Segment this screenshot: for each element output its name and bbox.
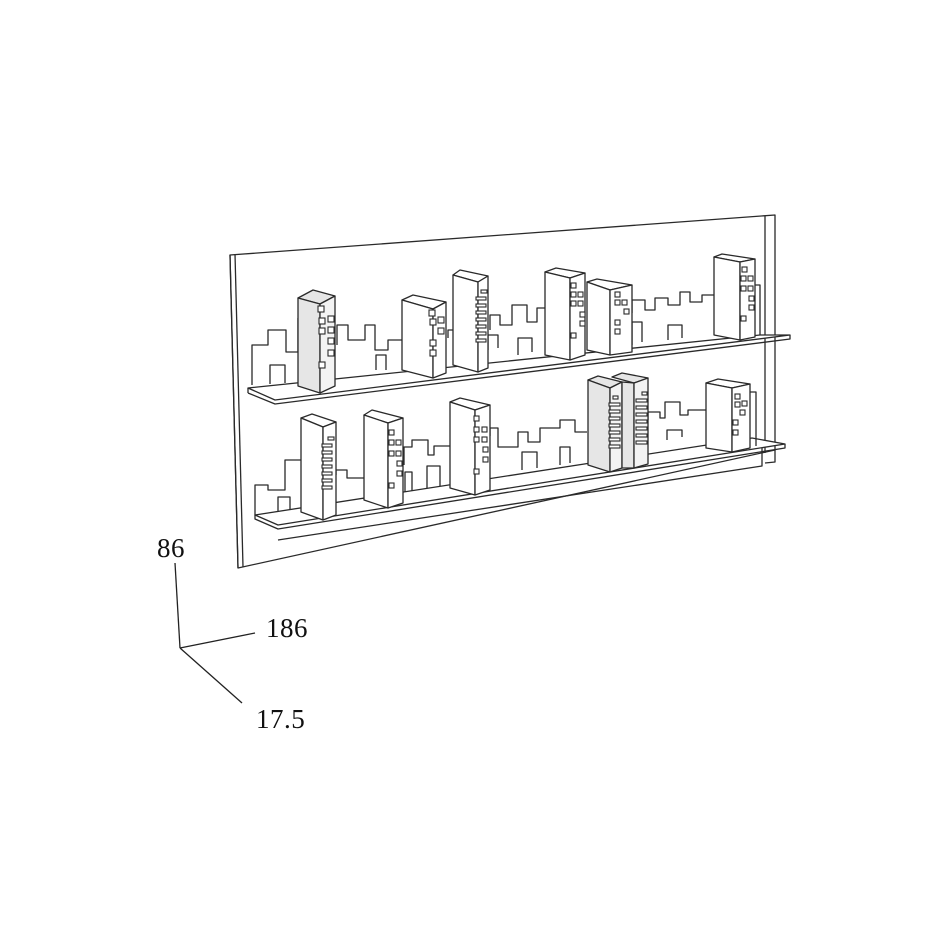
- height-axis-line: [174, 562, 181, 649]
- building: [587, 375, 623, 473]
- building: [705, 378, 757, 453]
- dimension-axes: [174, 562, 256, 704]
- building: [713, 253, 756, 341]
- height-dimension-label: 86: [157, 533, 185, 563]
- width-dimension-label: 186: [266, 613, 308, 643]
- building: [586, 278, 633, 356]
- depth-axis-line: [179, 647, 243, 704]
- width-axis-line: [179, 632, 256, 649]
- building: [401, 294, 447, 379]
- building: [363, 409, 404, 509]
- building: [300, 413, 337, 521]
- building: [297, 289, 336, 394]
- building: [611, 372, 649, 469]
- top-shelf: [247, 253, 791, 405]
- building: [452, 269, 489, 373]
- building: [449, 397, 491, 496]
- bottom-shelf: [254, 372, 786, 541]
- building: [544, 267, 586, 361]
- depth-dimension-label: 17.5: [256, 704, 306, 734]
